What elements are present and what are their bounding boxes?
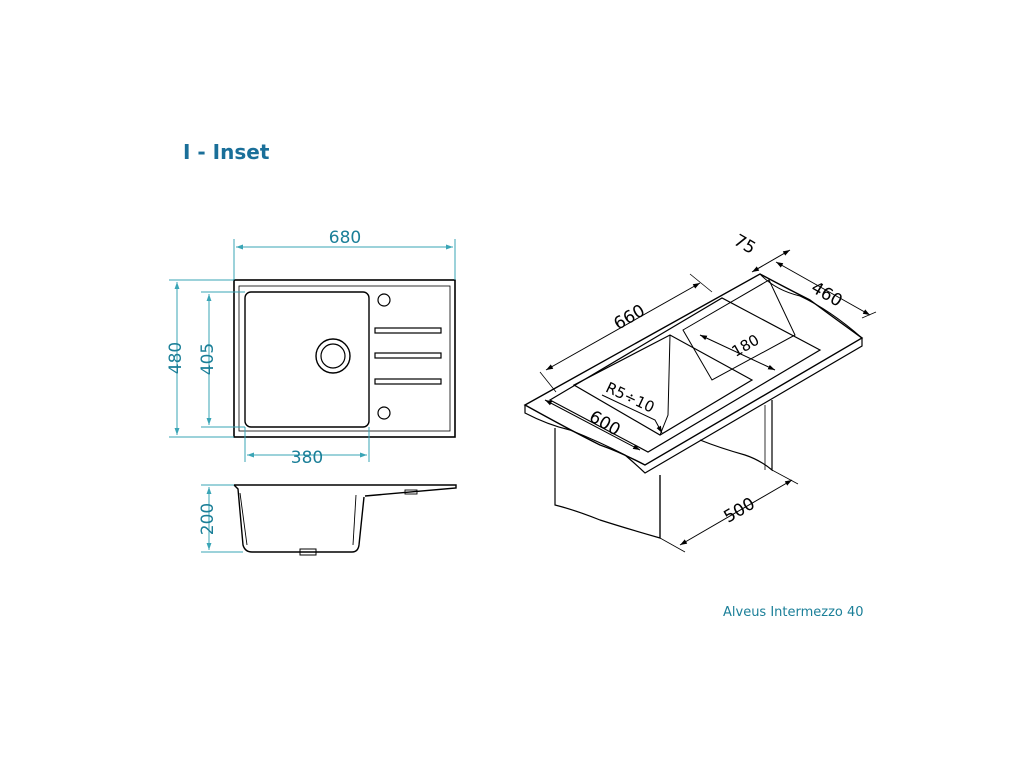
extension-line [861, 311, 877, 319]
sink-rim [238, 285, 451, 432]
dim-cutout-length: 660 [610, 301, 648, 335]
dim-flange: 75 [730, 231, 759, 259]
tap-hole-top [377, 293, 391, 307]
side-rim [234, 484, 457, 497]
tap-hole-bottom [377, 406, 391, 420]
dim-line-bowl-width [699, 334, 776, 371]
extension-line [689, 273, 713, 293]
dim-height: 480 [166, 342, 186, 374]
side-drain [299, 548, 317, 556]
top-view: 680 480 405 380 [166, 228, 456, 468]
isometric-view: 660 75 460 180 R5÷10 600 500 [523, 231, 877, 553]
sink-outline [233, 279, 456, 438]
extension-line [659, 537, 686, 553]
countertop-wave [759, 273, 863, 339]
drain-inner [320, 343, 346, 369]
product-name: Alveus Intermezzo 40 [723, 605, 864, 620]
bowl-outline [244, 291, 370, 428]
dim-line-flange [751, 249, 791, 273]
page-title: I - Inset [183, 140, 270, 164]
dim-corner-radius: R5÷10 [603, 378, 657, 416]
drain-outer [315, 338, 351, 374]
dim-cabinet-width: 500 [720, 494, 758, 528]
dim-bowl-width: 380 [291, 448, 323, 468]
drainer-area [682, 279, 796, 381]
cabinet-back [699, 400, 773, 472]
extension-line [771, 469, 799, 485]
side-view: 200 [198, 484, 457, 556]
drainer-groove-2 [374, 352, 442, 359]
dim-line-cabinet [679, 479, 793, 546]
sink-flange [548, 297, 822, 453]
countertop-edge [524, 338, 863, 474]
dim-depth: 200 [198, 503, 218, 535]
side-bowl-inner [239, 492, 248, 546]
dim-line-cutout-width [775, 261, 871, 316]
drainer-groove-3 [374, 378, 442, 385]
dim-bowl-height: 405 [198, 343, 218, 375]
bowl-inner-edge [659, 334, 671, 436]
cabinet-left-side [554, 428, 661, 539]
side-bowl-inner [352, 494, 357, 546]
dim-line-cutout-length [545, 282, 701, 371]
side-bowl-outer [233, 484, 365, 553]
drainer-groove-1 [374, 327, 442, 334]
extension-line [539, 371, 557, 393]
countertop-top [523, 273, 864, 466]
dim-width: 680 [329, 228, 361, 248]
dim-line-bowl-length [544, 399, 641, 451]
side-overflow [404, 489, 418, 495]
